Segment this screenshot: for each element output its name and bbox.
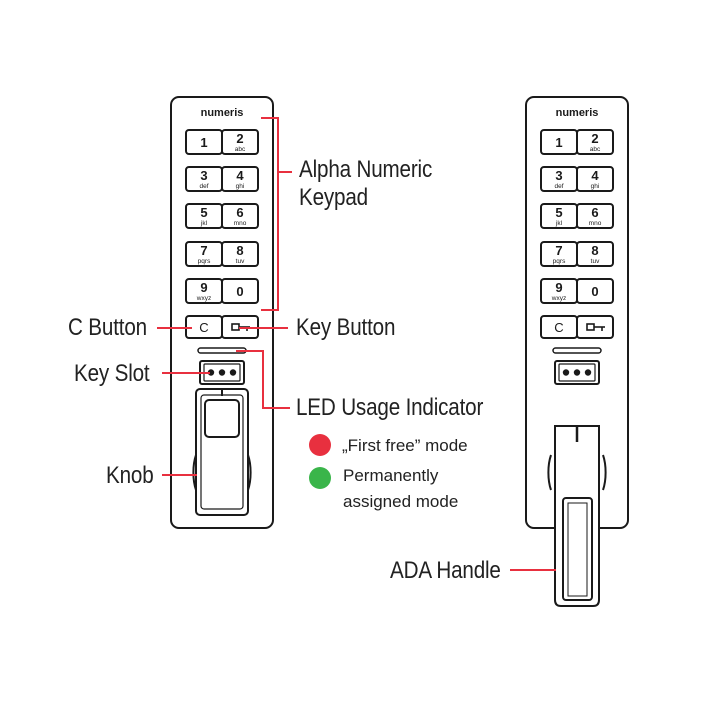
key-2-letters: abc [590,146,601,153]
key-6-letters: mno [234,220,247,227]
key-4-letters: ghi [236,183,245,190]
key-8-digit: 8 [591,243,598,258]
key-6[interactable] [576,203,614,229]
key-9-letters: wxyz [551,295,566,302]
key-8-digit: 8 [236,243,243,258]
key-9-letters: wxyz [196,295,211,302]
key-6-letters: mno [589,220,602,227]
key-0-digit: 0 [591,284,598,299]
c-button-label: C [554,320,563,335]
key-7-letters: pqrs [198,258,211,265]
key-6[interactable] [221,203,259,229]
brand-logo: numeris [201,107,244,119]
key-9-digit: 9 [555,280,562,295]
c-button-label: C [199,320,208,335]
key-2-letters: abc [235,146,246,153]
c-button-label-callout: C Button [68,314,147,341]
key-3-letters: def [554,183,563,190]
brand-logo: numeris [556,107,599,119]
key-2[interactable] [221,129,259,155]
key-4[interactable] [576,166,614,192]
key-3-digit: 3 [200,168,207,183]
green-led-dot [309,467,331,489]
key-2-digit: 2 [591,131,598,146]
key-4-digit: 4 [236,168,244,183]
key-9-digit: 9 [200,280,207,295]
ada-handle-label: ADA Handle [390,557,501,584]
key-3-digit: 3 [555,168,562,183]
keypad-label-line2: Keypad [299,184,368,211]
key-0-digit: 0 [236,284,243,299]
key-8-letters: tuv [236,258,245,265]
key-7-letters: pqrs [553,258,566,265]
key-8-letters: tuv [591,258,600,265]
key-5-letters: jkl [200,220,208,227]
key-0[interactable] [576,278,614,304]
key-icon [586,323,605,331]
key-2[interactable] [576,129,614,155]
key-1-digit: 1 [200,135,207,150]
key-5-digit: 5 [200,205,207,220]
key-1-digit: 1 [555,135,562,150]
permanent-mode-line2: assigned mode [343,492,459,511]
key-slot-label: Key Slot [74,360,150,387]
key-5-digit: 5 [555,205,562,220]
key-8[interactable] [576,241,614,267]
key-button-label: Key Button [296,314,396,341]
key-4-letters: ghi [591,183,600,190]
red-led-dot [309,434,331,456]
led-leader [236,350,290,409]
key-6-digit: 6 [591,205,598,220]
key-7-digit: 7 [200,243,207,258]
permanent-mode-line1: Permanently [343,466,439,485]
key-3-letters: def [199,183,208,190]
leader-lines [157,117,556,571]
led-label: LED Usage Indicator [296,394,484,421]
keypad-label-line1: Alpha Numeric [299,156,433,183]
key-6-digit: 6 [236,205,243,220]
key-7-digit: 7 [555,243,562,258]
led-indicator [552,347,602,354]
first-free-mode-text: „First free” mode [342,436,468,455]
key-4-digit: 4 [591,168,599,183]
knob-label: Knob [106,462,154,489]
key-0[interactable] [221,278,259,304]
keypad-leader [261,117,279,311]
key-4[interactable] [221,166,259,192]
key-2-digit: 2 [236,131,243,146]
key-5-letters: jkl [555,220,563,227]
key-8[interactable] [221,241,259,267]
